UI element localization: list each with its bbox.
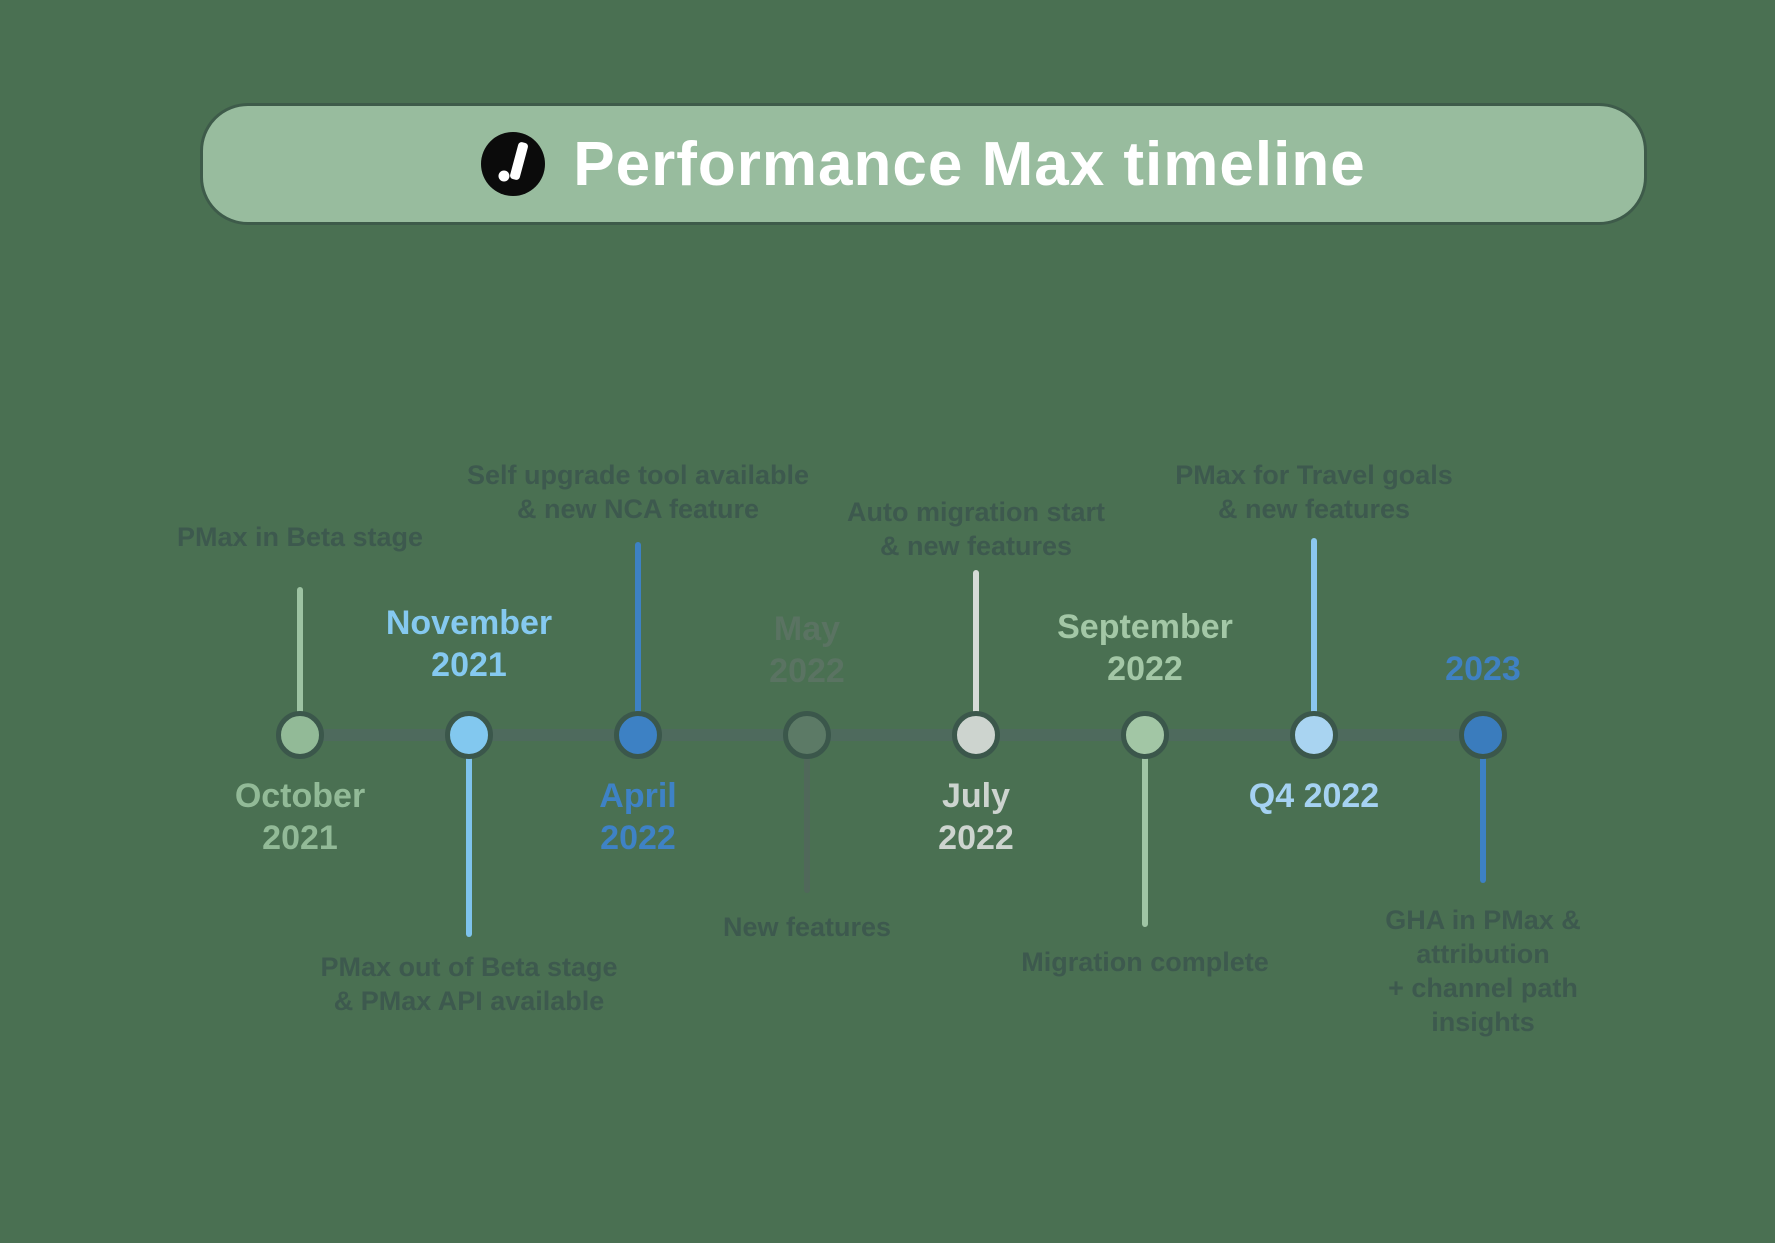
event-description: Auto migration start & new features <box>846 497 1106 561</box>
month-label: September 2022 <box>1057 608 1233 688</box>
header-pill: Performance Max timeline <box>200 103 1647 225</box>
timeline-connector <box>804 735 810 893</box>
timeline-connector <box>1311 538 1317 735</box>
month-label: July 2022 <box>938 777 1014 857</box>
event-description: New features <box>722 912 892 942</box>
timeline-axis-line <box>300 729 1483 741</box>
month-label: October 2021 <box>234 777 366 857</box>
event-description: Self upgrade tool available & new NCA fe… <box>466 460 810 524</box>
timeline-connector <box>1142 735 1148 927</box>
brand-a-slash-logo-icon <box>481 132 546 196</box>
month-label: November 2021 <box>385 604 553 684</box>
event-description: Migration complete <box>1021 947 1269 977</box>
timeline-connector <box>466 735 472 937</box>
month-label: April 2022 <box>599 777 677 857</box>
month-label: 2023 <box>1445 650 1521 688</box>
month-label: Q4 2022 <box>1248 777 1380 815</box>
timeline-connector <box>297 587 303 735</box>
event-description: PMax for Travel goals & new features <box>1175 460 1453 524</box>
timeline-connector <box>1480 735 1486 883</box>
timeline-connector <box>635 542 641 735</box>
page-title: Performance Max timeline <box>573 129 1366 199</box>
event-description: GHA in PMax & attribution + channel path… <box>1385 905 1581 1037</box>
timeline-connector <box>973 570 979 735</box>
event-description: PMax in Beta stage <box>176 522 424 552</box>
event-description: PMax out of Beta stage & PMax API availa… <box>320 952 618 1016</box>
month-label: May 2022 <box>769 610 845 690</box>
